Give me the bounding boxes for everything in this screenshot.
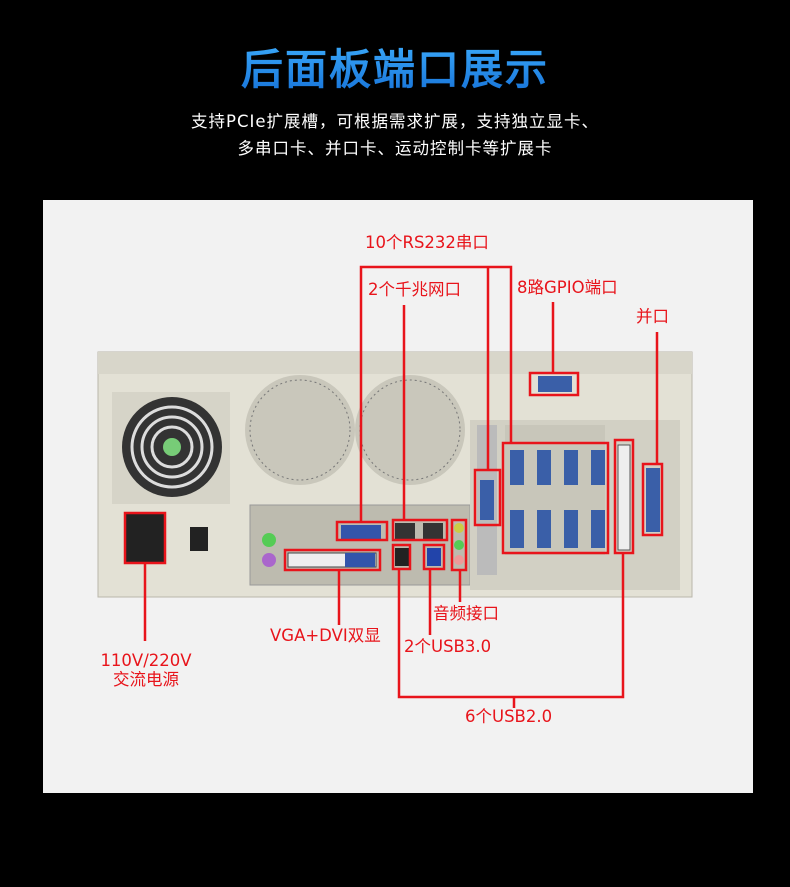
- label-power: 110V/220V 交流电源: [95, 651, 197, 690]
- subtitle-line-2: 多串口卡、并口卡、运动控制卡等扩展卡: [237, 139, 553, 158]
- label-power-line1: 110V/220V: [100, 651, 192, 670]
- vent-grille-icon: [245, 375, 465, 485]
- label-gpio: 8路GPIO端口: [517, 278, 618, 297]
- label-usb3: 2个USB3.0: [404, 637, 492, 656]
- subtitle-line-1: 支持PCIe扩展槽，可根据需求扩展，支持独立显卡、: [191, 112, 599, 131]
- label-parallel: 并口: [636, 307, 669, 326]
- label-rs232: 10个RS232串口: [365, 233, 489, 252]
- label-lan: 2个千兆网口: [368, 280, 461, 299]
- page-title: 后面板端口展示: [0, 36, 790, 97]
- power-socket-icon: [125, 513, 165, 563]
- power-switch-icon: [190, 527, 208, 551]
- chassis-top-edge: [98, 352, 692, 374]
- label-usb2: 6个USB2.0: [465, 707, 553, 726]
- expansion-slots: [470, 376, 680, 590]
- label-audio: 音频接口: [433, 604, 499, 623]
- label-power-line2: 交流电源: [113, 669, 179, 689]
- callout-lines: [123, 265, 664, 708]
- label-display: VGA+DVI双显: [270, 626, 381, 645]
